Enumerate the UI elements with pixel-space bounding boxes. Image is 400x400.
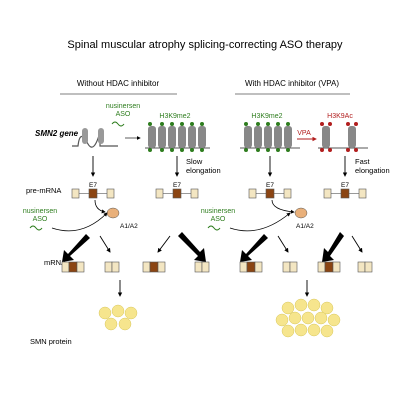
left-mrna-full-2 (142, 261, 166, 273)
right-panel-heading: With HDAC inhibitor (VPA) (245, 79, 339, 88)
left-mark-label: H3K9me2 (159, 113, 190, 120)
right-a1a2-factor-icon (294, 207, 308, 219)
right-drug2-label-2: ASO (211, 216, 226, 223)
right-elongation-1: Fast (355, 157, 371, 166)
left-compact-chromatin-icon (145, 122, 210, 152)
right-drug2-label-1: nusinersen (201, 208, 235, 215)
left-factor-label: A1/A2 (120, 223, 138, 230)
left-exon-label-1: E7 (89, 182, 97, 189)
left-mrna-skip-2 (194, 261, 210, 273)
left-drug2-label-1: nusinersen (23, 208, 57, 215)
left-drug2-label-2: ASO (33, 216, 48, 223)
left-gene-open-icon (72, 128, 118, 148)
right-factor-label: A1/A2 (296, 223, 314, 230)
left-smn-protein-icon (98, 304, 138, 331)
left-premrna-1 (71, 188, 115, 199)
left-panel-heading: Without HDAC inhibitor (77, 79, 160, 88)
right-open-chromatin-icon (318, 122, 368, 152)
right-aso2-squiggle-icon (207, 225, 221, 231)
right-exon-label-1: E7 (266, 182, 274, 189)
left-thin-arrow-2 (157, 235, 171, 253)
left-premrna-2 (155, 188, 199, 199)
right-mrna-full-1 (239, 261, 263, 273)
left-aso-curve-arrow (51, 212, 108, 232)
right-mrna-skip-1 (282, 261, 298, 273)
left-mrna-skip-1 (104, 261, 120, 273)
right-premrna-1 (248, 188, 292, 199)
right-thin-arrow-1 (277, 235, 289, 253)
right-vpa-label: VPA (297, 130, 311, 137)
row-label-protein: SMN protein (30, 337, 72, 346)
row-label-gene: SMN2 gene (35, 129, 79, 138)
left-drug-label-2: ASO (116, 111, 131, 118)
left-mrna-full-1 (61, 261, 85, 273)
left-thick-arrow-2 (178, 232, 206, 262)
left-thick-arrow-1 (62, 234, 90, 262)
left-aso-squiggle-icon (111, 121, 125, 127)
row-label-mrna: mRNA (44, 258, 66, 267)
right-mrna-full-2 (317, 261, 341, 273)
right-exon-label-2: E7 (341, 182, 349, 189)
right-aso-curve-arrow (229, 212, 291, 232)
right-mark-label: H3K9me2 (251, 113, 282, 120)
right-elongation-2: elongation (355, 166, 390, 175)
left-a1a2-factor-icon (106, 207, 120, 219)
left-elongation-1: Slow (186, 157, 203, 166)
left-aso2-squiggle-icon (29, 225, 43, 231)
right-thick-arrow-1 (240, 234, 268, 262)
right-mark2-label: H3K9Ac (327, 113, 353, 120)
right-smn-protein-icon (275, 298, 341, 338)
left-exon-label-2: E7 (173, 182, 181, 189)
figure-title: Spinal muscular atrophy splicing-correct… (67, 39, 343, 51)
right-splice-hook (271, 199, 295, 214)
left-thin-arrow-1 (99, 235, 111, 253)
right-thick-arrow-2 (322, 232, 344, 262)
left-splice-hook (94, 199, 106, 214)
right-premrna-2 (323, 188, 367, 199)
right-thin-arrow-2 (351, 235, 363, 253)
left-elongation-2: elongation (186, 166, 221, 175)
row-label-premrna: pre-mRNA (26, 186, 61, 195)
left-drug-label-1: nusinersen (106, 103, 140, 110)
right-compact-chromatin-icon (240, 122, 300, 152)
right-mrna-skip-2 (357, 261, 373, 273)
